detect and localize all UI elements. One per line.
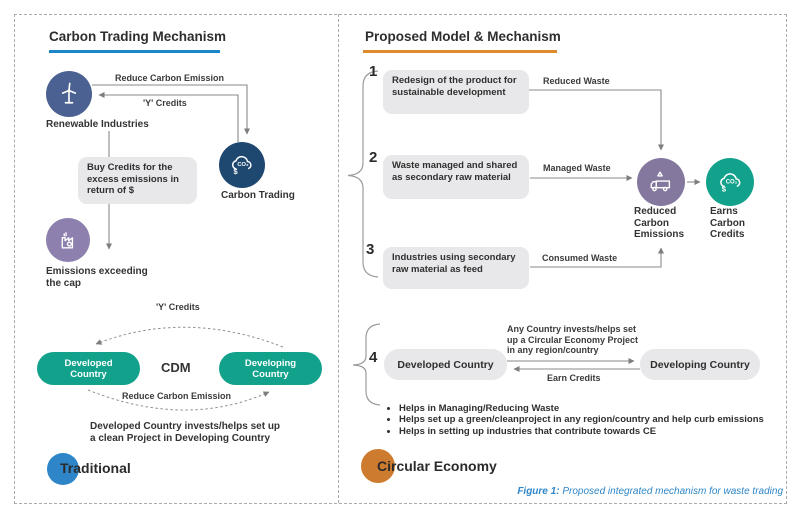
step-1-number: 1 (369, 63, 378, 80)
outer-dashed-border (14, 14, 787, 504)
cdm-label: CDM (161, 360, 191, 375)
wind-turbine-icon (61, 82, 77, 104)
reduced-emissions-label: Reduced Carbon Emissions (634, 206, 685, 240)
figure-caption-prefix: Figure 1: (517, 486, 560, 497)
carbon-trading-node: CO₂ $ (219, 142, 265, 188)
svg-text:$: $ (234, 167, 239, 176)
benefit-item: Helps set up a green/cleanproject in any… (399, 414, 784, 425)
reduced-waste-label: Reduced Waste (543, 76, 610, 86)
right-title-underline (363, 50, 557, 53)
figure-caption-text: Proposed integrated mechanism for waste … (559, 486, 783, 497)
step-2-number: 2 (369, 149, 378, 166)
step-2-box: Waste managed and shared as secondary ra… (383, 155, 529, 199)
right-panel-title: Proposed Model & Mechanism (365, 29, 561, 44)
recycle-truck-icon (650, 171, 671, 192)
step-1-box: Redesign of the product for sustainable … (383, 70, 529, 114)
buy-credits-box: Buy Credits for the excess emissions in … (78, 157, 197, 204)
traditional-legend-dot (47, 453, 79, 485)
figure-caption: Figure 1: Proposed integrated mechanism … (517, 486, 783, 497)
developed-country-pill: Developed Country (37, 352, 140, 385)
cdm-note: Developed Country invests/helps set up a… (90, 421, 281, 444)
y-credits-label: 'Y' Credits (143, 98, 187, 108)
svg-text:CO₂: CO₂ (725, 179, 737, 185)
step-4-number: 4 (369, 349, 378, 366)
step-3-box: Industries using secondary raw material … (383, 247, 529, 289)
emissions-cap-label: Emissions exceeding the cap (46, 266, 148, 289)
svg-text:$: $ (721, 184, 726, 193)
developed-country-pill-4: Developed Country (384, 349, 507, 380)
circular-economy-legend-label: Circular Economy (377, 458, 497, 474)
earn-credits-label: Earn Credits (547, 373, 601, 383)
benefit-item: Helps in Managing/Reducing Waste (399, 403, 784, 414)
reduce-emission-label: Reduce Carbon Emission (115, 73, 225, 83)
renewable-industries-node (46, 71, 92, 117)
earns-credits-node: CO₂ $ (706, 158, 754, 206)
consumed-waste-label: Consumed Waste (542, 253, 618, 263)
svg-text:CO₂: CO₂ (237, 162, 249, 168)
invest-label: Any Country invests/helps set up a Circu… (507, 324, 639, 355)
developing-country-pill: Developing Country (219, 352, 322, 385)
developing-country-pill-4: Developing Country (640, 349, 760, 380)
cloud-co2-dollar-icon: CO₂ $ (231, 155, 252, 176)
emissions-cap-node (46, 218, 90, 262)
managed-waste-label: Managed Waste (543, 163, 611, 173)
reduced-emissions-node (637, 158, 685, 206)
renewable-industries-label: Renewable Industries (46, 119, 149, 130)
factory-emissions-icon (61, 231, 73, 248)
circular-economy-legend-dot (361, 449, 395, 483)
step-3-number: 3 (366, 241, 375, 258)
traditional-legend-label: Traditional (60, 460, 131, 476)
carbon-trading-label: Carbon Trading (221, 190, 295, 201)
cloud-co2-dollar-icon: CO₂ $ (719, 172, 740, 193)
panel-divider (338, 14, 339, 503)
left-panel-title: Carbon Trading Mechanism (49, 29, 227, 44)
cdm-y-credits-label: 'Y' Credits (156, 302, 200, 312)
earns-credits-label: Earns Carbon Credits (710, 206, 745, 240)
left-title-underline (49, 50, 220, 53)
benefits-list: Helps in Managing/Reducing Waste Helps s… (389, 403, 784, 438)
benefit-item: Helps in setting up industries that cont… (399, 426, 784, 437)
cdm-reduce-emission-label: Reduce Carbon Emission (122, 391, 232, 401)
